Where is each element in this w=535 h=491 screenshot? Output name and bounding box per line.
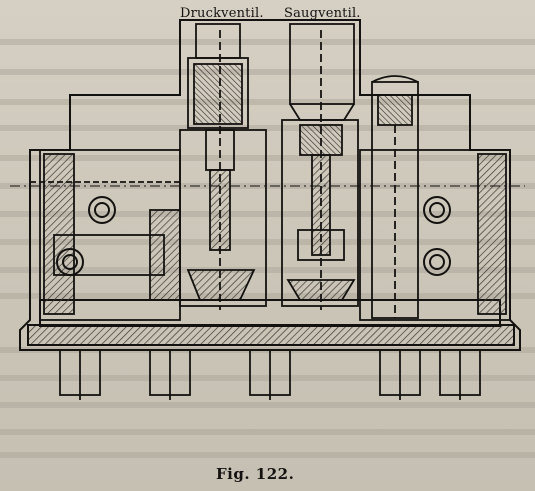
suction-valve-label: Saugventil. xyxy=(284,6,361,21)
pressure-valve xyxy=(179,23,267,310)
pressure-valve-label: Druckventil. xyxy=(180,6,264,21)
lower-bolts xyxy=(59,349,481,400)
right-cylinder-block xyxy=(359,75,511,321)
bolt-holes xyxy=(56,196,451,276)
figure-caption: Fig. 122. xyxy=(216,465,295,483)
suction-valve xyxy=(281,23,359,310)
